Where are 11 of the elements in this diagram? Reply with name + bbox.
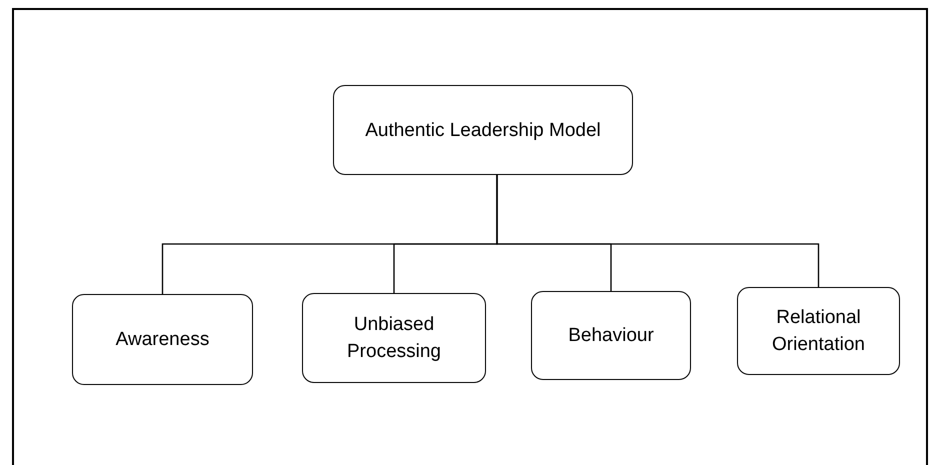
box-label: Authentic Leadership Model [365,118,601,142]
connector-line [496,175,820,287]
rounded-box [333,85,633,175]
rounded-box [302,293,486,383]
box-label: Relational Orientation [771,306,866,357]
rounded-box [737,287,900,375]
rounded-box [531,291,691,380]
box-label: Unbiased Processing [346,313,442,364]
box-label: Awareness [116,328,210,352]
rounded-box [72,294,253,385]
box-label: Behaviour [568,324,654,348]
